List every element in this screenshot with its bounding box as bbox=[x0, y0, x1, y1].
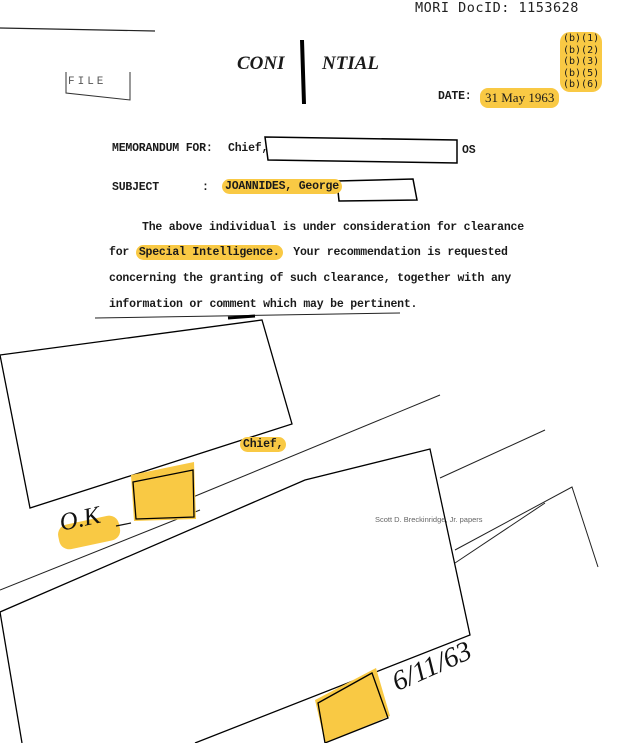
file-stamp-box bbox=[65, 72, 131, 101]
special-intelligence: Special Intelligence. bbox=[135, 245, 283, 260]
classification-right: NTIAL bbox=[322, 53, 379, 74]
memo-for-value: Chief, bbox=[228, 142, 269, 155]
body-line-2-prefix: for bbox=[109, 246, 130, 259]
classification-left: CONI bbox=[237, 53, 285, 74]
subject-colon: : bbox=[202, 181, 209, 194]
body-line-2: for Special Intelligence. Your recommend… bbox=[109, 245, 508, 260]
file-stamp: FILE bbox=[68, 76, 107, 88]
top-rule bbox=[0, 27, 156, 32]
date-value: 31 May 1963 bbox=[480, 88, 560, 108]
highlight-ok bbox=[58, 515, 121, 550]
redaction-box-2 bbox=[0, 448, 471, 743]
watermark: Scott D. Breckinridge, Jr. papers bbox=[375, 515, 483, 524]
redaction-box-1 bbox=[0, 319, 293, 509]
body-line-1: The above individual is under considerat… bbox=[142, 221, 524, 234]
exemption-code: (b)(5) bbox=[563, 67, 600, 79]
body-line-2-rest: Your recommendation is requested bbox=[293, 246, 508, 259]
redaction-bar bbox=[300, 39, 306, 105]
redaction-box-subject bbox=[336, 178, 418, 202]
doc-id: MORI DocID: 1153628 bbox=[415, 0, 579, 16]
redaction-box-3 bbox=[132, 469, 195, 520]
exemption-codes: (b)(1) (b)(2) (b)(3) (b)(5) (b)(6) bbox=[560, 32, 603, 92]
exemption-code: (b)(3) bbox=[563, 56, 600, 67]
redaction-box-4 bbox=[317, 672, 389, 743]
subject-value: JOANNIDES, George bbox=[222, 179, 342, 194]
body-line-3: concerning the granting of such clearanc… bbox=[109, 272, 512, 285]
exemption-code: (b)(2) bbox=[563, 44, 600, 56]
body-line-4: information or comment which may be pert… bbox=[109, 298, 418, 311]
redaction-box-memo-for bbox=[264, 136, 458, 164]
date-label: DATE: bbox=[438, 90, 472, 103]
routing-chief: Chief, bbox=[240, 437, 287, 452]
exemption-code: (b)(1) bbox=[563, 33, 600, 44]
highlight-box-1 bbox=[131, 462, 196, 521]
memo-for-label: MEMORANDUM FOR: bbox=[112, 142, 213, 155]
highlight-box-2 bbox=[315, 668, 390, 743]
memo-for-suffix: OS bbox=[462, 144, 476, 157]
exemption-code: (b)(6) bbox=[563, 79, 600, 90]
subject-label: SUBJECT bbox=[112, 181, 159, 194]
